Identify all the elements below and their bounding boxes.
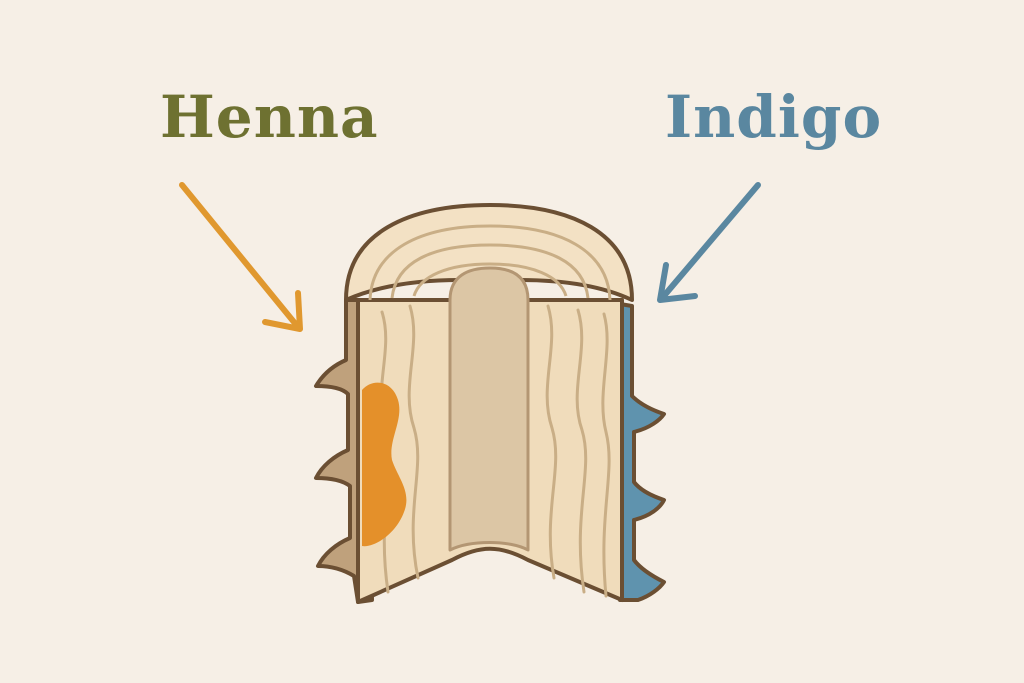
henna-label: Henna xyxy=(160,83,379,151)
cortex-rings xyxy=(368,224,612,301)
indigo-arrow xyxy=(657,182,761,303)
henna-stain xyxy=(362,382,407,547)
indigo-label: Indigo xyxy=(665,83,883,151)
cortex-outline xyxy=(356,300,624,602)
henna-arrow xyxy=(179,182,303,332)
medulla xyxy=(448,266,530,552)
indigo-layer xyxy=(618,302,666,602)
cortex-top xyxy=(344,203,634,302)
